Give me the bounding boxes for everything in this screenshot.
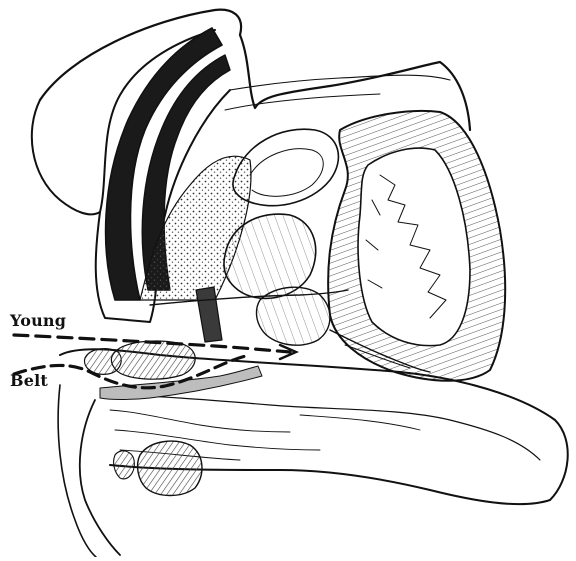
sigmoid-colon-inner — [250, 149, 323, 197]
vaginal-wall-dark — [196, 287, 222, 342]
inner-fold-line-2 — [225, 94, 380, 110]
belt-label: Belt — [10, 371, 48, 390]
outer-skin-contour — [40, 10, 241, 100]
bulb-structure — [138, 441, 202, 495]
perineum-line — [80, 400, 120, 555]
hatched-oval-2 — [111, 341, 195, 379]
small-gland — [114, 451, 135, 479]
inner-fold-line — [230, 75, 450, 90]
young-label: Young — [10, 311, 66, 330]
